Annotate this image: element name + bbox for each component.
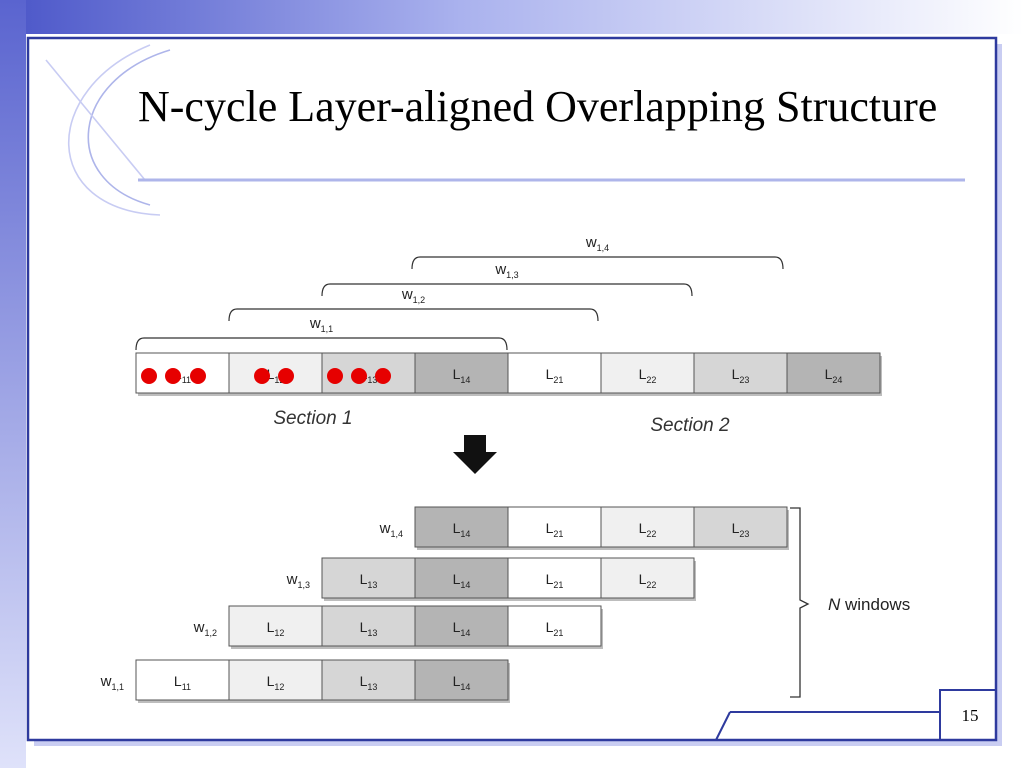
slide-title: N-cycle Layer-aligned Overlapping Struct… bbox=[138, 82, 938, 131]
windows-label: N windows bbox=[828, 595, 910, 614]
layer-label: L13 bbox=[360, 673, 378, 692]
layer-label: L22 bbox=[639, 571, 657, 590]
layer-label: L13 bbox=[360, 571, 378, 590]
layer-cell bbox=[507, 352, 602, 394]
layer-cell bbox=[414, 506, 509, 548]
layer-cell bbox=[228, 659, 323, 701]
layer-label: L22 bbox=[639, 366, 657, 385]
layer-cell bbox=[600, 506, 695, 548]
layer-cell bbox=[414, 659, 509, 701]
layer-label: L14 bbox=[453, 366, 471, 385]
layer-label: L23 bbox=[732, 520, 750, 539]
layer-cell bbox=[414, 557, 509, 599]
decorative-arcs bbox=[45, 44, 171, 216]
red-marker bbox=[165, 368, 181, 384]
layer-label: L21 bbox=[546, 571, 564, 590]
top-gradient-band bbox=[0, 0, 1024, 34]
layer-label: L14 bbox=[453, 571, 471, 590]
layer-cell bbox=[321, 557, 416, 599]
layer-cell bbox=[507, 557, 602, 599]
window-label: w1,3 bbox=[286, 571, 310, 590]
layer-label: L23 bbox=[732, 366, 750, 385]
layer-label: L14 bbox=[453, 673, 471, 692]
window-bracket bbox=[321, 283, 693, 297]
layer-cell bbox=[228, 605, 323, 647]
red-marker bbox=[254, 368, 270, 384]
window-bracket bbox=[228, 308, 599, 322]
window-label: w1,4 bbox=[585, 234, 609, 253]
layer-label: L21 bbox=[546, 520, 564, 539]
window-bracket bbox=[411, 256, 784, 270]
window-label: w1,3 bbox=[494, 261, 518, 280]
layer-cell bbox=[414, 352, 509, 394]
layer-label: L22 bbox=[639, 520, 657, 539]
layer-cell bbox=[414, 605, 509, 647]
red-marker bbox=[278, 368, 294, 384]
layer-label: L13 bbox=[360, 619, 378, 638]
layer-label: L21 bbox=[546, 366, 564, 385]
section-label: Section 2 bbox=[650, 415, 730, 436]
layer-cell bbox=[600, 557, 695, 599]
layer-label: L14 bbox=[453, 619, 471, 638]
red-marker bbox=[351, 368, 367, 384]
layer-cell bbox=[693, 506, 788, 548]
window-label: w1,2 bbox=[401, 286, 425, 305]
red-marker bbox=[375, 368, 391, 384]
layer-cell bbox=[228, 352, 323, 394]
section-label: Section 1 bbox=[273, 408, 352, 429]
layer-label: L11 bbox=[174, 673, 191, 692]
down-arrow-icon bbox=[453, 435, 497, 474]
layer-cell bbox=[600, 352, 695, 394]
layer-cell bbox=[786, 352, 881, 394]
red-marker bbox=[327, 368, 343, 384]
layer-cell bbox=[135, 659, 230, 701]
layer-cell bbox=[507, 506, 602, 548]
layer-label: L24 bbox=[825, 366, 843, 385]
layer-label: L12 bbox=[267, 619, 285, 638]
window-label: w1,1 bbox=[309, 315, 333, 334]
layer-cell bbox=[693, 352, 788, 394]
left-gradient-band bbox=[0, 0, 26, 768]
window-label: w1,4 bbox=[379, 520, 403, 539]
windows-brace bbox=[790, 507, 810, 698]
layer-label: L21 bbox=[546, 619, 564, 638]
page-tab bbox=[715, 689, 996, 741]
layer-cell bbox=[507, 605, 602, 647]
red-marker bbox=[141, 368, 157, 384]
page-number: 15 bbox=[961, 706, 979, 725]
red-marker bbox=[190, 368, 206, 384]
window-label: w1,2 bbox=[193, 619, 217, 638]
window-bracket bbox=[135, 337, 508, 351]
layer-cell bbox=[321, 659, 416, 701]
layer-cell bbox=[321, 605, 416, 647]
window-label: w1,1 bbox=[100, 673, 124, 692]
layer-label: L12 bbox=[267, 673, 285, 692]
layer-label: L14 bbox=[453, 520, 471, 539]
